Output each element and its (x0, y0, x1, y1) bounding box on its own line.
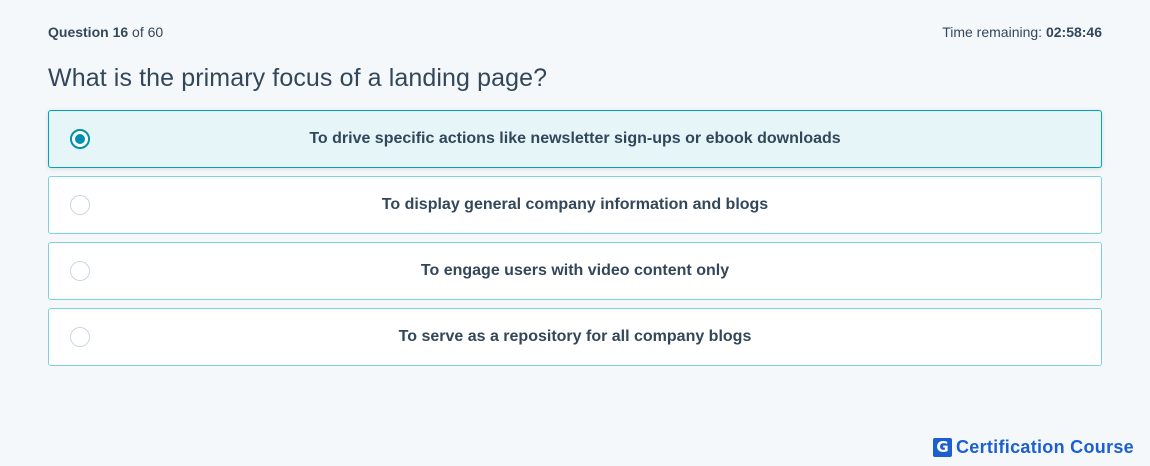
question-counter: Question 16 of 60 (48, 24, 163, 40)
answer-option-label: To drive specific actions like newslette… (309, 130, 841, 147)
timer-label: Time remaining: (942, 24, 1043, 40)
radio-unchecked-icon[interactable] (70, 195, 90, 215)
question-total: of 60 (132, 24, 164, 40)
answer-option-label: To display general company information a… (381, 196, 769, 213)
question-text: What is the primary focus of a landing p… (48, 64, 548, 92)
brand-name: Certification Course (955, 437, 1134, 457)
radio-unchecked-icon[interactable] (70, 261, 90, 281)
brand-logo-icon: G (932, 438, 952, 457)
answer-option-label: To serve as a repository for all company… (398, 328, 752, 345)
timer: Time remaining: 02:58:46 (942, 24, 1102, 40)
brand-logo: G Certification Course (932, 437, 1134, 458)
question-number: 16 (112, 24, 129, 40)
timer-value: 02:58:46 (1045, 24, 1102, 40)
answer-option-label: To engage users with video content only (420, 262, 730, 279)
answer-option-4[interactable]: To serve as a repository for all company… (48, 308, 1102, 366)
answer-option-3[interactable]: To engage users with video content only (48, 242, 1102, 300)
radio-checked-icon[interactable] (70, 129, 90, 149)
answer-options: To drive specific actions like newslette… (48, 110, 1102, 374)
quiz-header: Question 16 of 60 Time remaining: 02:58:… (48, 24, 1102, 40)
radio-unchecked-icon[interactable] (70, 327, 90, 347)
answer-option-1[interactable]: To drive specific actions like newslette… (48, 110, 1102, 168)
question-word: Question (48, 24, 109, 40)
answer-option-2[interactable]: To display general company information a… (48, 176, 1102, 234)
